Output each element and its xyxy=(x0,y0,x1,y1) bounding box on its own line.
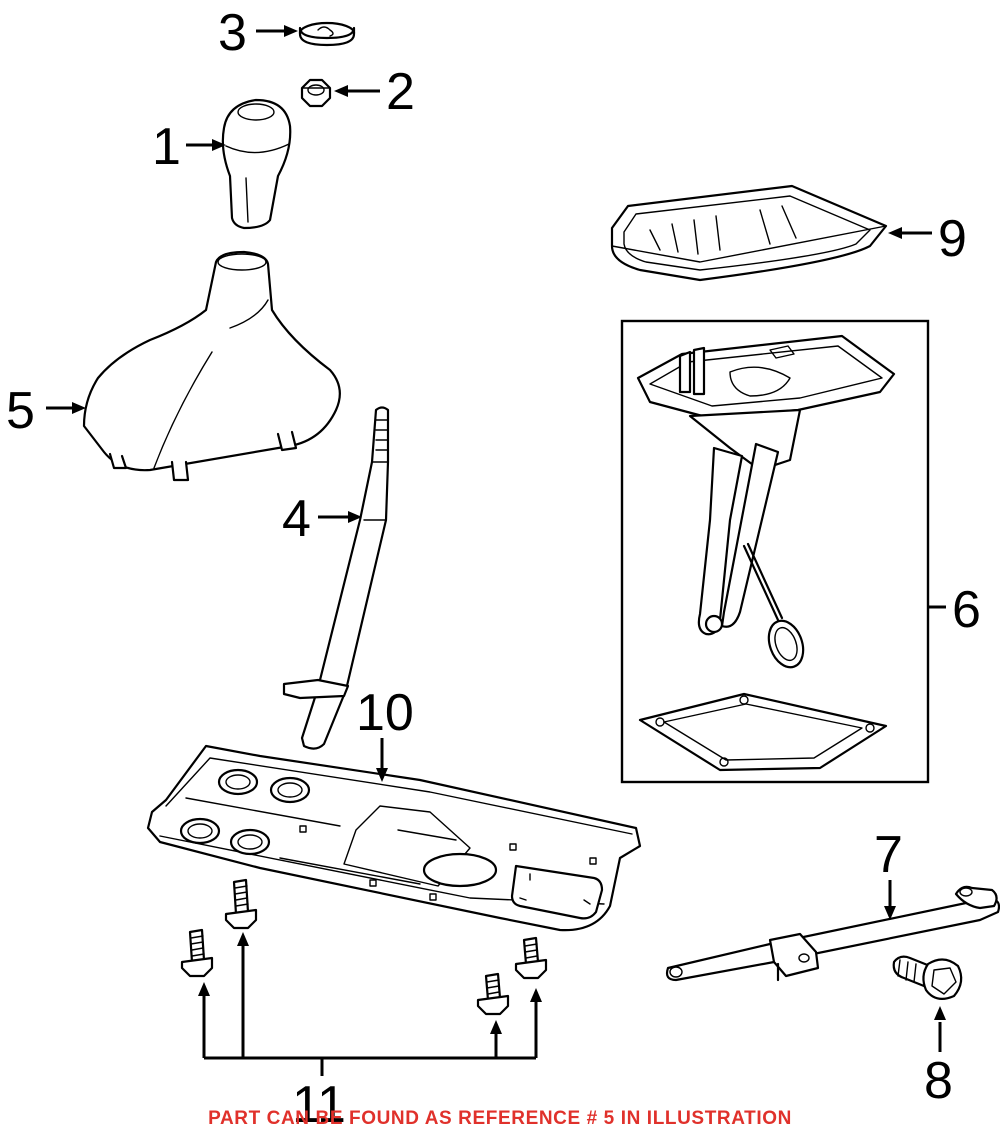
footer-note: PART CAN BE FOUND AS REFERENCE # 5 IN IL… xyxy=(208,1108,792,1129)
part-10-shifter-plate xyxy=(146,744,642,932)
callout-5: 5 xyxy=(6,382,35,440)
bolt-a xyxy=(224,878,258,930)
callout-3: 3 xyxy=(218,4,247,62)
bolt-b xyxy=(180,928,214,978)
part-5-shift-boot xyxy=(82,250,341,482)
part-2-nut xyxy=(300,78,332,108)
callout-labels: 3 2 1 9 5 4 6 10 7 8 11 xyxy=(6,4,981,1134)
part-11-bolts xyxy=(180,878,548,1016)
callout-8: 8 xyxy=(924,1052,953,1110)
part-4-shift-lever xyxy=(282,406,390,750)
part-6-shifter-assembly xyxy=(620,319,930,784)
callout-7: 7 xyxy=(874,826,903,884)
callout-1: 1 xyxy=(152,118,181,176)
callout-2: 2 xyxy=(386,63,415,121)
part-3-cap xyxy=(298,21,356,47)
callout-6: 6 xyxy=(952,581,981,639)
part-1-shift-knob xyxy=(221,98,292,230)
part-9-trim-frame xyxy=(610,184,888,282)
callout-4: 4 xyxy=(282,490,311,548)
bolt-d xyxy=(476,972,510,1016)
callout-9: 9 xyxy=(938,210,967,268)
callout-10: 10 xyxy=(356,684,414,742)
part-7-shift-rod xyxy=(665,885,1000,982)
bolt-c xyxy=(514,936,548,980)
part-8-bolt xyxy=(892,955,963,1001)
callout-11: 11 xyxy=(292,1076,346,1134)
leader-lines xyxy=(46,25,946,1076)
